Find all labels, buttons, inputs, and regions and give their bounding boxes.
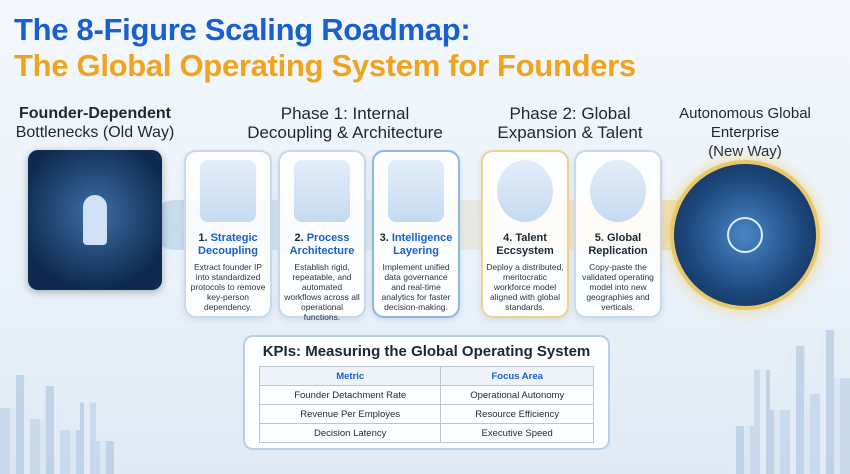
phase1-heading: Phase 1: Internal Decoupling & Architect… bbox=[230, 104, 460, 142]
new-way-line1: Autonomous Global bbox=[679, 105, 811, 122]
globe-network-icon bbox=[590, 160, 646, 222]
founder-bottleneck-illustration bbox=[28, 150, 162, 290]
header-focus-area: Focus Area bbox=[440, 366, 594, 386]
card-description: Deploy a distributed, meritocratic workf… bbox=[486, 262, 564, 312]
new-way-line2: Enterprise bbox=[710, 124, 780, 141]
team-network-icon bbox=[497, 160, 553, 222]
old-way-heading: Founder-Dependent Bottlenecks (Old Way) bbox=[10, 104, 180, 142]
kpi-panel: KPIs: Measuring the Global Operating Sys… bbox=[243, 335, 610, 450]
city-skyline-left bbox=[0, 375, 120, 474]
workflow-icon bbox=[294, 160, 350, 222]
old-way-subtitle: Bottlenecks (Old Way) bbox=[15, 124, 175, 141]
card-description: Copy-paste the validated operating model… bbox=[582, 262, 654, 312]
title-line-2: The Global Operating System for Founders bbox=[14, 48, 636, 83]
globe-icon bbox=[727, 217, 763, 253]
card-description: Extract founder IP into standardized pro… bbox=[190, 262, 266, 312]
new-way-heading: Autonomous Global Enterprise (New Way) bbox=[670, 104, 820, 161]
card-description: Implement unified data governance and re… bbox=[381, 262, 451, 312]
phase2-line2: Expansion & Talent bbox=[497, 123, 643, 142]
kpi-title: KPIs: Measuring the Global Operating Sys… bbox=[262, 343, 591, 360]
city-skyline-right bbox=[650, 314, 850, 474]
card-description: Establish rigid, repeatable, and automat… bbox=[284, 262, 360, 322]
analytics-icon bbox=[388, 160, 444, 222]
old-way-title: Founder-Dependent bbox=[19, 105, 171, 122]
phase2-heading: Phase 2: Global Expansion & Talent bbox=[480, 104, 660, 142]
founder-icon bbox=[83, 195, 107, 245]
header-metric: Metric bbox=[258, 366, 442, 386]
new-way-line3: (New Way) bbox=[708, 143, 782, 160]
title-line-1: The 8-Figure Scaling Roadmap: bbox=[14, 12, 471, 47]
safe-icon bbox=[200, 160, 256, 222]
phase2-line1: Phase 2: Global bbox=[509, 104, 631, 123]
phase1-line1: Phase 1: Internal bbox=[280, 104, 410, 123]
phase1-line2: Decoupling & Architecture bbox=[247, 123, 443, 142]
